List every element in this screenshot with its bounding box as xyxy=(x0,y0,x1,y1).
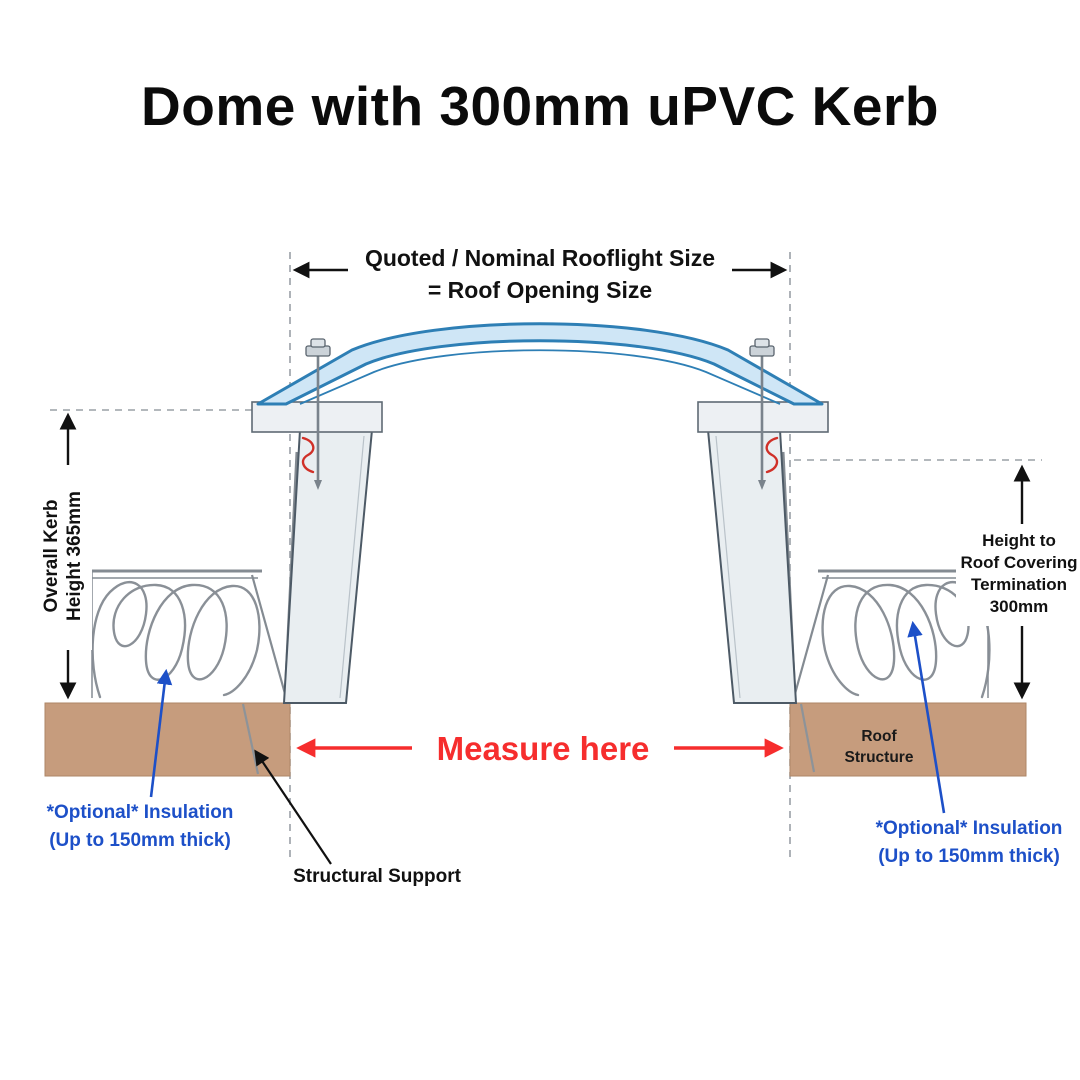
dimension-top: Quoted / Nominal Rooflight Size = Roof O… xyxy=(292,242,788,306)
label-mask xyxy=(348,242,732,306)
dimension-left: Overall Kerb Height 365mm xyxy=(40,412,92,700)
insulation-arrow-right xyxy=(907,620,946,814)
roof-structure xyxy=(44,702,1027,777)
covering-clip-right xyxy=(765,436,779,474)
covering-upstand-right xyxy=(791,574,830,702)
roof-structure-line2: Structure xyxy=(845,749,914,766)
insulation-left-line2: (Up to 150mm thick) xyxy=(49,830,231,851)
top-dimension-line1: Quoted / Nominal Rooflight Size xyxy=(365,245,715,271)
kerb-wall-left xyxy=(282,429,374,704)
roof-structure-label: Roof Structure xyxy=(845,728,914,766)
insulation-right-line2: (Up to 150mm thick) xyxy=(878,846,1060,867)
right-dimension-line1: Height to xyxy=(982,531,1056,550)
insulation-batt-left xyxy=(91,580,261,699)
fixing-bolt-right xyxy=(749,338,775,490)
structural-support-arrow xyxy=(254,749,332,865)
insulation-left-line1: *Optional* Insulation xyxy=(47,802,234,823)
structural-support-callout: Structural Support xyxy=(254,749,462,887)
measure-here-label: Measure here xyxy=(437,730,650,767)
left-dimension-line1: Overall Kerb xyxy=(41,500,62,613)
label-mask xyxy=(956,524,1080,626)
insulation-layer xyxy=(91,451,991,702)
dimension-right: Height to Roof Covering Termination 300m… xyxy=(956,464,1080,700)
roof-structure-line1: Roof xyxy=(861,728,897,745)
upvc-kerb xyxy=(282,429,798,704)
bolt-tip xyxy=(314,480,322,490)
label-mask xyxy=(40,465,92,650)
kerb-wall-right xyxy=(706,429,798,704)
top-dimension-line2: = Roof Opening Size xyxy=(428,277,652,303)
insulation-right-line1: *Optional* Insulation xyxy=(876,818,1063,839)
bolt-head xyxy=(754,338,770,348)
reference-dashed-lines xyxy=(50,252,1042,858)
kerb-inner-line-right xyxy=(715,435,741,699)
insulation-arrow-left xyxy=(149,668,173,798)
bolt-head xyxy=(310,338,326,348)
fixing-bolt-left xyxy=(305,338,331,490)
kerb-inner-line-left xyxy=(339,435,365,699)
covering-clip-left xyxy=(301,436,315,474)
covering-upstand-left xyxy=(250,574,289,702)
structural-support-strut-right xyxy=(799,703,816,773)
left-dimension-line2: Height 365mm xyxy=(64,491,85,621)
dome-inner-glazing-line xyxy=(299,349,781,405)
right-dimension-line3: Termination xyxy=(971,575,1067,594)
structural-support-label: Structural Support xyxy=(293,866,462,887)
bolt-tip xyxy=(758,480,766,490)
measure-here-annotation: Measure here xyxy=(296,730,784,767)
roof-structure-right xyxy=(789,702,1027,777)
diagram-title: Dome with 300mm uPVC Kerb xyxy=(141,75,939,137)
right-dimension-line2: Roof Covering xyxy=(960,553,1077,572)
dome-assembly xyxy=(251,322,829,490)
right-dimension-line4: 300mm xyxy=(990,597,1049,616)
insulation-callout-left: *Optional* Insulation (Up to 150mm thick… xyxy=(47,668,234,851)
insulation-callout-right: *Optional* Insulation (Up to 150mm thick… xyxy=(876,620,1063,867)
dome-glazing xyxy=(256,322,824,406)
roof-structure-left xyxy=(44,702,291,777)
